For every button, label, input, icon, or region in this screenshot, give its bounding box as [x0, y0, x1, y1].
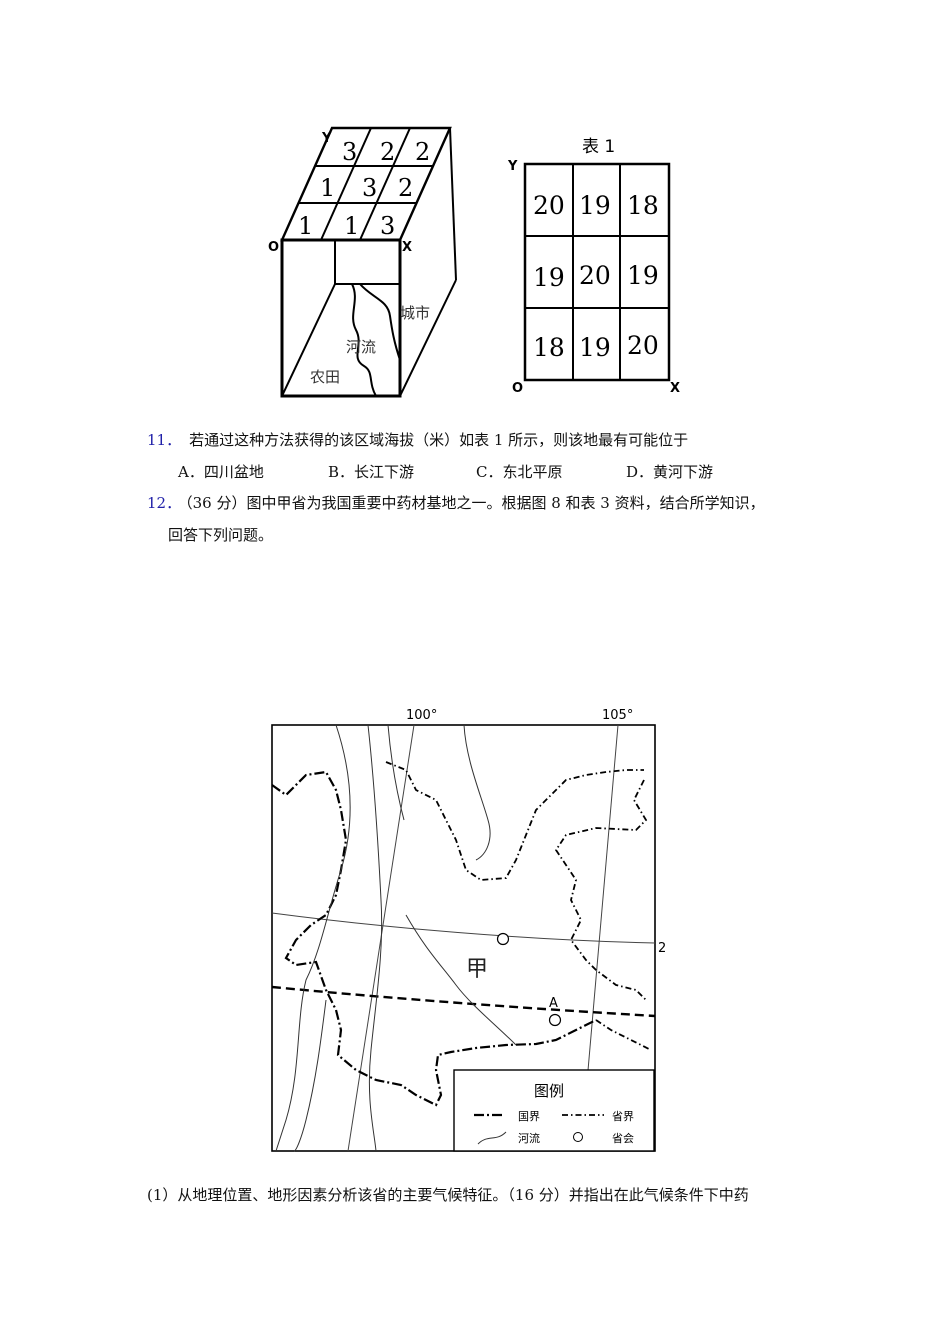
question-12: 12．（36 分）图中甲省为我国重要中药材基地之一。根据图 8 和表 3 资料，…	[147, 493, 765, 513]
table1-cell: 20	[627, 331, 659, 360]
table1-cell: 18	[627, 191, 659, 220]
question-11-text: 若通过这种方法获得的该区域海拔（米）如表 1 所示，则该地最有可能位于	[189, 431, 689, 449]
province-map: 100° 105° 25° A 甲 图例 国界 省界 河流 省会	[271, 708, 666, 1152]
question-12-line2: 回答下列问题。	[168, 526, 274, 544]
table1-axis-y: Y	[507, 159, 518, 174]
option-a: A．四川盆地	[178, 463, 264, 481]
legend-river: 河流	[518, 1131, 540, 1145]
prism-axis-y: Y	[321, 131, 332, 146]
point-a-label: A	[549, 996, 558, 1011]
prism-cell: 2	[415, 138, 430, 166]
question-12-sub1: (1）从地理位置、地形因素分析该省的主要气候特征。（16 分）并指出在此气候条件…	[147, 1186, 749, 1204]
table1-title: 表 1	[582, 137, 615, 157]
prism-cell: 3	[362, 174, 377, 202]
prism-axis-x: X	[402, 240, 412, 255]
label-city: 城市	[400, 304, 430, 322]
capital-marker	[496, 932, 510, 946]
table1-cell: 19	[627, 261, 659, 290]
legend-provincial-border: 省界	[612, 1110, 634, 1123]
option-b: B．长江下游	[328, 463, 415, 481]
province-label: 甲	[466, 957, 488, 982]
table1-cell: 20	[533, 191, 565, 220]
table1-axis-x: X	[670, 381, 680, 396]
terrain-prism-figure: Y X O 3 2 2 1 3 2 1 1 3 城市 河流 农田	[268, 126, 457, 398]
table1-cell: 20	[579, 261, 611, 290]
prism-cell: 1	[298, 212, 313, 240]
prism-cell: 1	[344, 212, 359, 240]
question-11-number: 11．	[147, 431, 182, 449]
label-river: 河流	[346, 338, 376, 356]
table1-cell: 18	[533, 333, 565, 362]
question-12-number: 12．	[147, 494, 182, 512]
prism-cell: 2	[398, 174, 413, 202]
point-a-marker	[548, 1013, 562, 1027]
option-d: D．黄河下游	[626, 463, 714, 481]
table1-origin: O	[512, 381, 523, 396]
label-farmland: 农田	[310, 368, 340, 386]
prism-cell: 3	[342, 138, 357, 166]
table1-cell: 19	[579, 191, 611, 220]
prism-cell: 2	[380, 138, 395, 166]
prism-origin: O	[268, 240, 279, 255]
prism-cell: 3	[380, 212, 395, 240]
table1-figure: 表 1 Y O X 20 19 18 19 20 19 18 19 20	[507, 137, 680, 396]
legend-national-border: 国界	[518, 1110, 540, 1123]
lon-100-label: 100°	[406, 708, 437, 723]
legend-box	[453, 1069, 655, 1152]
table1-cell: 19	[533, 263, 565, 292]
table1-cell: 19	[579, 333, 611, 362]
question-11: 11． 若通过这种方法获得的该区域海拔（米）如表 1 所示，则该地最有可能位于	[147, 430, 688, 450]
legend-capital: 省会	[612, 1132, 634, 1145]
lat-25-label: 25°	[658, 941, 666, 956]
legend-title: 图例	[534, 1082, 564, 1100]
prism-cell: 1	[320, 174, 335, 202]
question-12-text-1: （36 分）图中甲省为我国重要中药材基地之一。根据图 8 和表 3 资料，结合所…	[185, 494, 765, 512]
lon-105-label: 105°	[602, 708, 633, 723]
option-c: C．东北平原	[476, 463, 563, 481]
